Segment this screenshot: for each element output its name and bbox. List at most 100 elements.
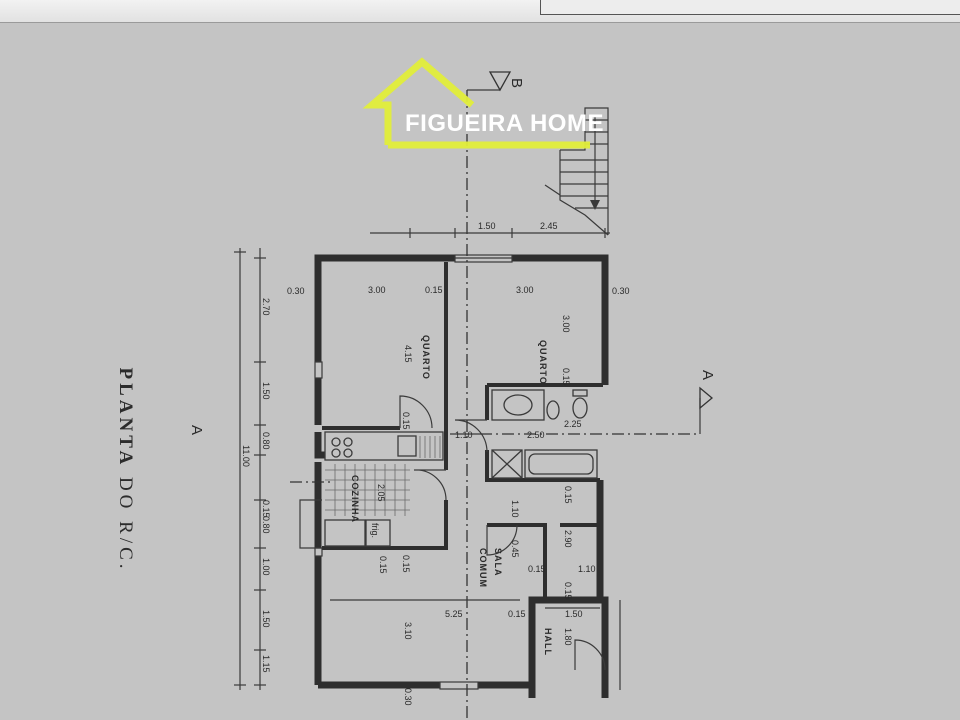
washbasin [503, 394, 533, 416]
section-marker-a-left: A [188, 425, 205, 435]
dim-3-10: 3.10 [403, 622, 413, 640]
room-labels: QUARTO QUARTO COZINHA SALA COMUM HALL fr… [350, 335, 553, 656]
dim-1-80: 1.80 [563, 628, 573, 646]
side-dim-0-80-b: 0.80 [261, 516, 271, 534]
side-dimension-labels: 2.70 1.50 0.80 11.00 0.15 0.80 1.00 1.50… [241, 298, 271, 673]
dim-4-15: 4.15 [403, 345, 413, 363]
side-dim-1-50-a: 1.50 [261, 382, 271, 400]
kitchen-sink [397, 435, 417, 457]
door-bedroom-1 [399, 395, 433, 429]
room-label-hall: HALL [543, 628, 553, 656]
toilet [572, 397, 588, 419]
outer-walls [314, 254, 609, 698]
hob-ring-2 [343, 437, 353, 447]
shower-tray [491, 449, 523, 479]
kitchen-fixtures [324, 431, 444, 547]
section-b-arrow [488, 71, 512, 92]
dim-1-10-vertical: 1.10 [510, 500, 520, 518]
window-bottom [439, 681, 479, 690]
side-dim-1-15: 1.15 [261, 655, 271, 673]
stair-inner [559, 150, 609, 236]
partition-kitchen-bottom [322, 500, 448, 550]
kitchen-tiles [325, 464, 410, 516]
door-hall [574, 639, 606, 671]
door-kitchen [413, 469, 447, 501]
interior-walls [322, 262, 603, 600]
bidet [546, 400, 560, 420]
bathroom-fixtures [491, 389, 598, 479]
dim-0-15-left: 0.15 [401, 555, 411, 573]
dim-3-00-q2: 3.00 [516, 285, 534, 295]
section-lines [290, 71, 714, 720]
dimension-lines [234, 228, 621, 690]
hob-ring-3 [331, 448, 341, 458]
kitchen-counter-low [324, 519, 366, 547]
dim-2-90: 2.90 [563, 530, 573, 548]
side-dim-11-00: 11.00 [241, 445, 251, 467]
dim-3-00-small: 3.00 [561, 315, 571, 333]
bathtub-inner [528, 453, 594, 475]
dim-0-30-left: 0.30 [287, 286, 305, 296]
countertop-hatch [419, 436, 441, 458]
dim-0-15-sala-b: 0.15 [563, 582, 573, 600]
fridge-unit [365, 519, 391, 547]
dim-2-45-top: 2.45 [540, 221, 558, 231]
window-left-upper [314, 361, 323, 379]
room-label-cozinha: COZINHA [350, 475, 360, 523]
partition-sala-hall [487, 523, 547, 600]
section-marker-b: B [508, 78, 525, 88]
partition-bath-bottom [485, 450, 600, 482]
stair-landing [544, 184, 561, 196]
side-dim-0-15: 0.15 [261, 500, 271, 518]
dim-0-30-bottom: 0.30 [403, 688, 413, 706]
hob-ring-1 [331, 437, 341, 447]
dim-0-15-bath: 0.15 [563, 486, 573, 504]
shower-tray-diag-2 [491, 449, 523, 479]
side-dim-1-00: 1.00 [261, 558, 271, 576]
side-dim-1-50-b: 1.50 [261, 610, 271, 628]
stair-outline [560, 107, 609, 235]
wall-top-right [512, 254, 609, 385]
door-kitchen-ext [299, 499, 322, 549]
doors [299, 395, 606, 671]
dim-0-45: 0.45 [510, 540, 520, 558]
wall-left-mid [314, 432, 325, 459]
wall-top-left [314, 254, 455, 362]
bathtub [524, 449, 598, 479]
dim-0-15-sala-a: 0.15 [528, 564, 546, 574]
room-label-quarto-2: QUARTO [538, 340, 548, 385]
side-dim-0-80-a: 0.80 [261, 432, 271, 450]
dim-1-10: 1.10 [455, 430, 473, 440]
dim-0-15-q2: 0.15 [561, 368, 571, 386]
dim-1-50-top: 1.50 [478, 221, 496, 231]
door-bedroom-2 [454, 419, 488, 453]
side-dim-2-70: 2.70 [261, 298, 271, 316]
room-label-sala: SALA [493, 548, 503, 577]
dim-2-50: 2.50 [527, 430, 545, 440]
section-marker-labels: B A A [188, 78, 716, 435]
dim-0-15-kitchen: 0.15 [378, 556, 388, 574]
stair-arrowhead [590, 200, 600, 210]
house-outline-icon [362, 57, 590, 149]
dim-0-15-sala-c: 0.15 [508, 609, 526, 619]
dim-0-15-q1: 0.15 [425, 285, 443, 295]
watermark-logo: FIGUEIRA HOME [362, 57, 604, 149]
toilet-tank [572, 389, 588, 397]
dim-0-30-right: 0.30 [612, 286, 630, 296]
wall-hall-outer [528, 596, 609, 698]
dim-1-10-sala: 1.10 [578, 564, 596, 574]
dim-2-25: 2.25 [564, 419, 582, 429]
window-left-lower [314, 547, 323, 557]
door-sala [486, 524, 518, 556]
dim-3-00-q1: 3.00 [368, 285, 386, 295]
section-marker-a-right: A [699, 370, 716, 380]
hob-ring-4 [343, 448, 353, 458]
dimension-labels: 1.50 2.45 0.30 0.30 3.00 0.15 4.15 3.00 … [287, 221, 630, 706]
vanity-counter [491, 389, 545, 421]
dim-2-05: 2.05 [376, 484, 386, 502]
watermark-text: FIGUEIRA HOME [405, 110, 604, 137]
kitchen-counter [324, 431, 444, 461]
room-label-comum: COMUM [478, 548, 488, 588]
